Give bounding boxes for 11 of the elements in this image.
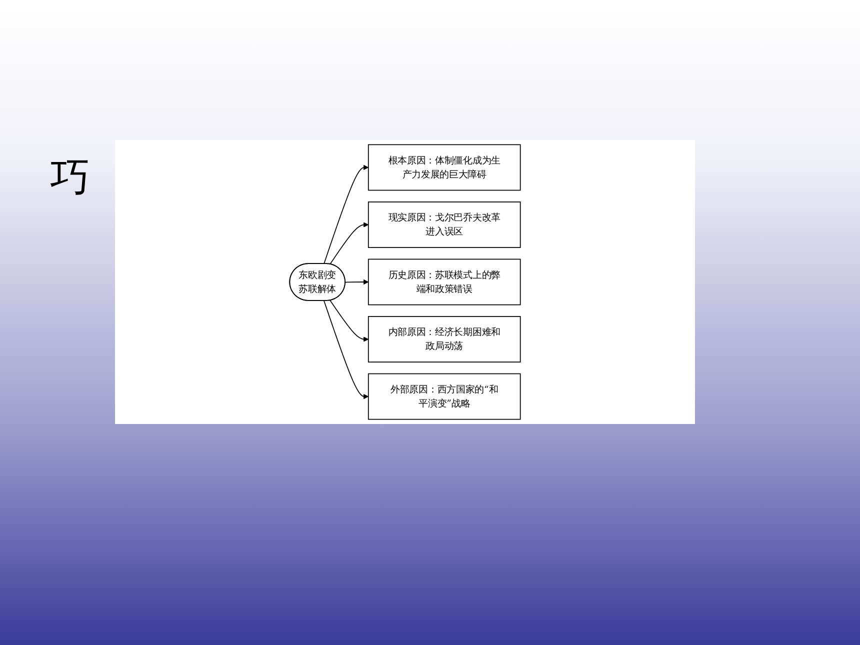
node-box: 现实原因：戈尔巴乔夫改革进入误区 xyxy=(368,202,521,248)
slide-bullet-text: 巧 xyxy=(50,155,90,201)
arrow xyxy=(324,164,369,264)
arrow xyxy=(330,222,369,265)
node-box: 内部原因：经济长期困难和政局动荡 xyxy=(368,316,521,362)
arrow xyxy=(324,300,369,400)
node-box: 外部原因：西方国家的“和平演变”战略 xyxy=(368,373,521,420)
node-box: 历史原因：苏联模式上的弊端和政策错误 xyxy=(368,258,521,306)
node-box: 根本原因：体制僵化成为生产力发展的巨大障碍 xyxy=(368,144,521,191)
arrow xyxy=(330,300,369,342)
arrow xyxy=(344,279,369,285)
